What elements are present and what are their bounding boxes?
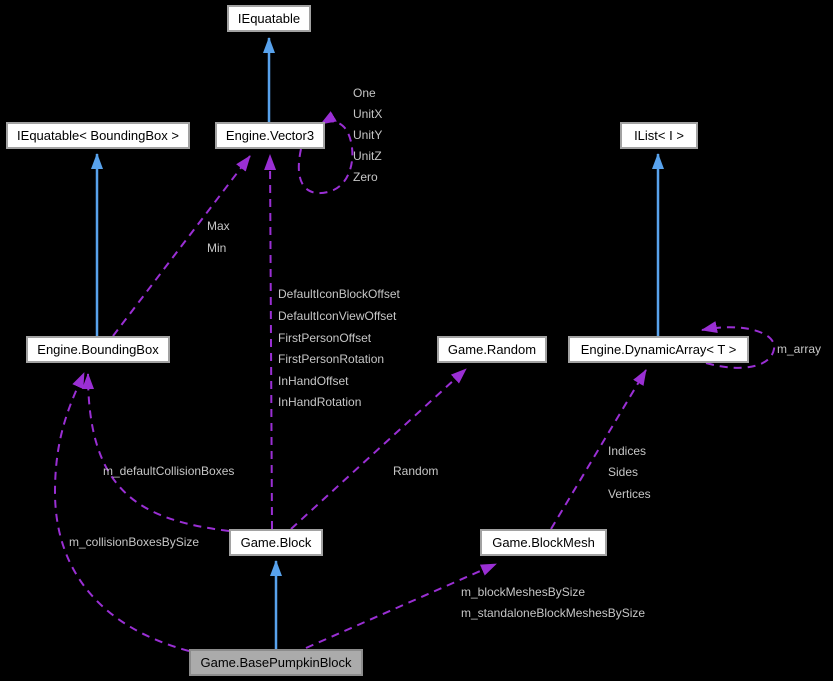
edge-label-max: Max	[207, 219, 230, 233]
edge-label-unity: UnitY	[353, 128, 383, 142]
edge-usage-basepumpkinblock-to-blockmesh	[305, 563, 497, 649]
edge-label-vertices: Vertices	[608, 487, 651, 501]
edge-usage-basepumpkinblock-to-boundingbox	[53, 372, 190, 652]
edge-label-unitx: UnitX	[353, 107, 383, 121]
edge-label-m-defaultcollisionboxes: m_defaultCollisionBoxes	[103, 464, 235, 478]
node-engine-dynamicarray[interactable]: Engine.DynamicArray< T >	[568, 336, 749, 363]
edge-usage-blockmesh-to-dynamicarray	[550, 369, 647, 530]
edge-label-sides: Sides	[608, 465, 639, 479]
edge-label-firstpersonoffset: FirstPersonOffset	[278, 331, 372, 345]
edge-usage-block-to-random	[290, 368, 467, 530]
edge-label-m-blockmeshesbysize: m_blockMeshesBySize	[461, 585, 586, 599]
edge-label-firstpersonrotation: FirstPersonRotation	[278, 352, 385, 366]
edge-usage-block-to-boundingbox	[82, 373, 230, 532]
edge-label-m-collisionboxesbysize: m_collisionBoxesBySize	[69, 535, 200, 549]
edge-label-m-array: m_array	[777, 342, 822, 356]
edge-label-min: Min	[207, 241, 227, 255]
node-engine-boundingbox[interactable]: Engine.BoundingBox	[26, 336, 170, 363]
node-game-random[interactable]: Game.Random	[437, 336, 547, 363]
edge-label-m-standaloneblockmeshesbysize: m_standaloneBlockMeshesBySize	[461, 606, 646, 620]
edge-label-one: One	[353, 86, 376, 100]
edge-label-random: Random	[393, 464, 439, 478]
edge-label-inhandoffset: InHandOffset	[278, 374, 349, 388]
node-ilist[interactable]: IList< I >	[620, 122, 698, 149]
node-iequatable-boundingbox[interactable]: IEquatable< BoundingBox >	[6, 122, 190, 149]
edge-usage-dynamicarray-self-loop	[701, 321, 776, 369]
node-game-block[interactable]: Game.Block	[229, 529, 323, 556]
edge-label-defaulticonviewoffset: DefaultIconViewOffset	[278, 309, 397, 323]
edge-label-inhandrotation: InHandRotation	[278, 395, 362, 409]
edge-label-unitz: UnitZ	[353, 149, 382, 163]
edge-usage-boundingbox-to-vector3	[112, 155, 251, 337]
node-game-blockmesh[interactable]: Game.BlockMesh	[480, 529, 607, 556]
edge-usage-block-to-vector3	[264, 154, 277, 530]
edge-label-indices: Indices	[608, 444, 647, 458]
edge-label-defaulticonblockoffset: DefaultIconBlockOffset	[278, 287, 400, 301]
node-iequatable[interactable]: IEquatable	[227, 5, 311, 32]
node-game-basepumpkinblock[interactable]: Game.BasePumpkinBlock	[189, 649, 363, 676]
edge-label-zero: Zero	[353, 170, 378, 184]
node-engine-vector3[interactable]: Engine.Vector3	[215, 122, 325, 149]
